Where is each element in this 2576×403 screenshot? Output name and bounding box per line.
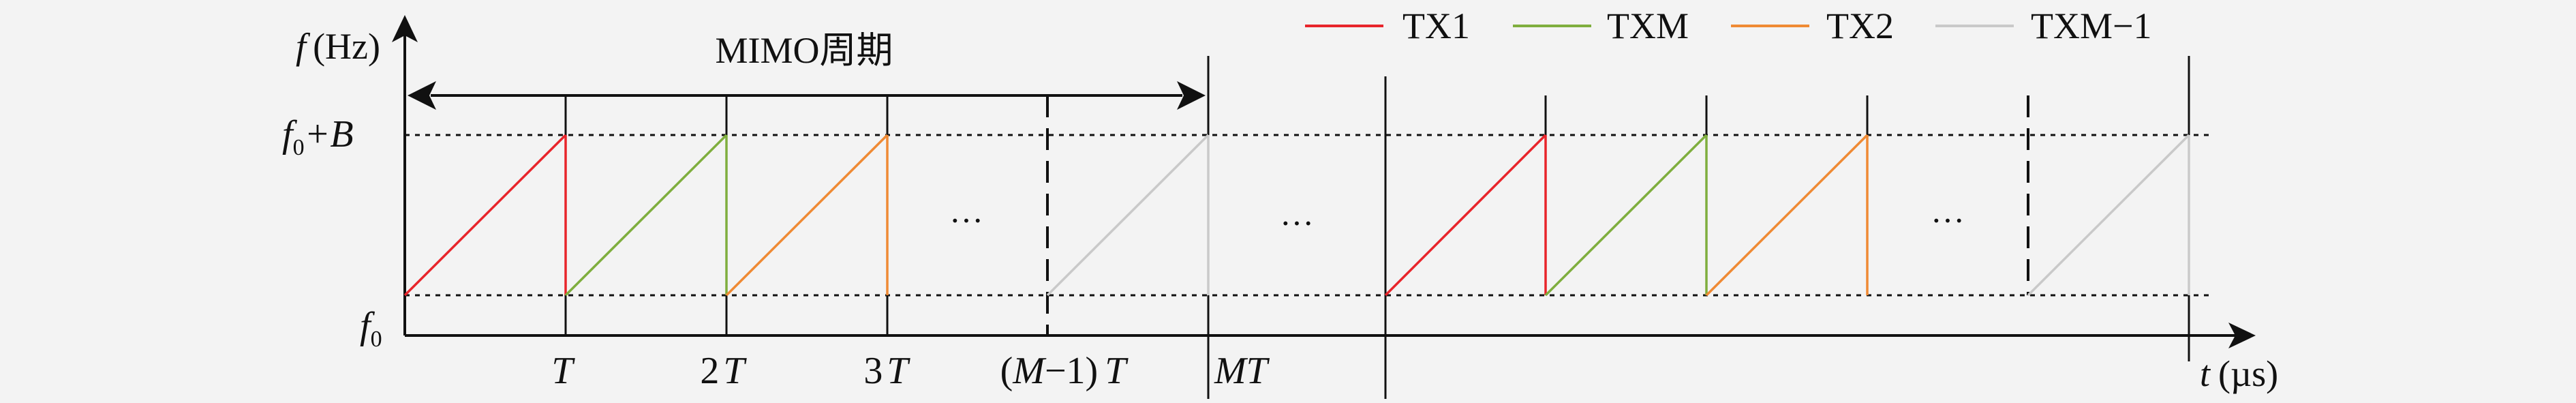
axes bbox=[392, 15, 2256, 348]
legend-label-txm: TXM bbox=[1607, 5, 1689, 46]
chirp-tx1-late bbox=[1384, 134, 1547, 297]
tick-M-1-T: (M−1)T bbox=[1000, 350, 1129, 392]
y-axis-arrow-icon bbox=[392, 15, 418, 42]
chirps-period-1 bbox=[403, 134, 1210, 297]
tick-MT: MT bbox=[1214, 350, 1270, 392]
tick-T: T bbox=[551, 350, 575, 392]
chirp-tx2 bbox=[725, 134, 889, 297]
base-level-label: f0 bbox=[360, 305, 382, 352]
x-axis-label: t(µs) bbox=[2200, 353, 2278, 394]
legend-label-tx1: TX1 bbox=[1402, 5, 1470, 46]
y-axis-label: f(Hz) bbox=[296, 26, 380, 67]
chirps-period-n bbox=[1384, 134, 2190, 297]
period-arrow-right-icon bbox=[1177, 81, 1206, 110]
chirp-tx2-late bbox=[1705, 134, 1869, 297]
chirp-txm-late bbox=[1544, 134, 1708, 297]
reference-lines bbox=[405, 134, 2211, 297]
ellipses: ··· ··· ··· bbox=[949, 201, 1965, 242]
period-arrow-left-icon bbox=[408, 81, 436, 110]
chirp-txm-1-late bbox=[2027, 134, 2190, 297]
legend-label-txm-1: TXM−1 bbox=[2031, 5, 2151, 46]
chirp-tx1 bbox=[403, 134, 567, 297]
top-level-label: f0+B bbox=[282, 113, 354, 160]
level-labels: f0+B f0 bbox=[282, 113, 382, 352]
mimo-period-span: MIMO周期 bbox=[408, 30, 1206, 110]
legend: TX1 TXM TX2 TXM−1 bbox=[1305, 5, 2151, 46]
ellipsis-2: ··· bbox=[1280, 204, 1314, 242]
chirp-txm bbox=[564, 134, 728, 297]
chirp-txm-1 bbox=[1046, 134, 1210, 297]
period-label: MIMO周期 bbox=[715, 30, 893, 71]
ellipsis-3: ··· bbox=[1931, 201, 1965, 239]
legend-label-tx2: TX2 bbox=[1826, 5, 1894, 46]
ellipsis-1: ··· bbox=[949, 201, 983, 239]
x-axis-arrow-icon bbox=[2228, 323, 2256, 348]
